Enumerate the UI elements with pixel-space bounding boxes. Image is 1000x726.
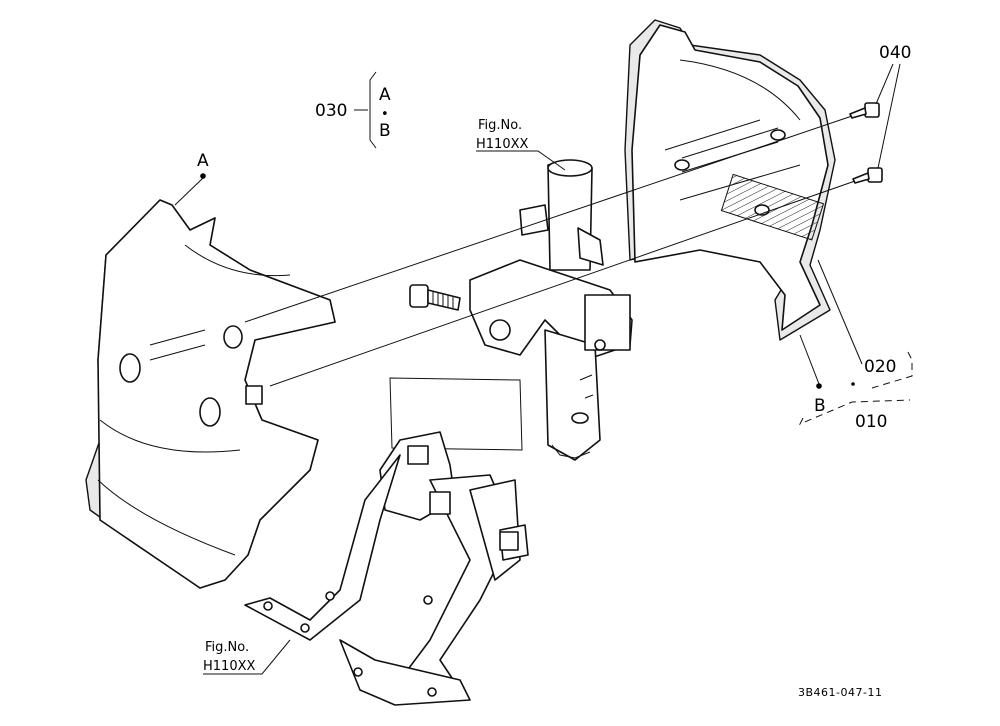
ref-a-leader [174,177,204,206]
callout-030-bracket [369,71,377,149]
right-cover-panel [624,19,836,341]
assembly-line-lower [269,180,856,387]
left-cover-panel [85,199,336,589]
fig-ref-lower-leader [203,639,291,675]
callout-ref-a-top: A [379,85,391,105]
ref-b-leader [799,334,820,385]
callout-010: 010 [855,412,887,432]
callout-ref-b-top: B [379,121,391,141]
screw-upper [849,102,880,119]
column-bracket [469,159,633,461]
callout-020: 020 [864,357,896,377]
callout-ref-b-right: B [814,396,826,416]
fig-ref-lower-line1: Fig.No. [205,640,249,655]
callout-020-leader [817,259,863,365]
callout-030: 030 [315,101,347,121]
callout-040: 040 [879,43,911,63]
callout-020-bracket [871,351,913,389]
ref-b-point [816,383,822,389]
callout-010-bracket [798,399,911,425]
assembly-line-upper [244,115,853,323]
fig-ref-lower-line2: H110XX [203,659,255,674]
support-frame [244,431,529,706]
fig-ref-upper-leader [476,150,566,171]
ref-a-point [200,173,206,179]
callout-ref-a-left: A [197,151,209,171]
screw-lower [852,167,883,184]
reference-plate [389,377,523,451]
callout-dot-top: • [381,107,389,122]
fig-ref-upper-line2: H110XX [476,137,528,152]
fig-ref-upper-line1: Fig.No. [478,118,522,133]
bolt-part [409,284,461,311]
drawing-id: 3B461-047-11 [798,686,882,699]
callout-040-leader [875,63,901,169]
dot-marker [851,382,855,386]
